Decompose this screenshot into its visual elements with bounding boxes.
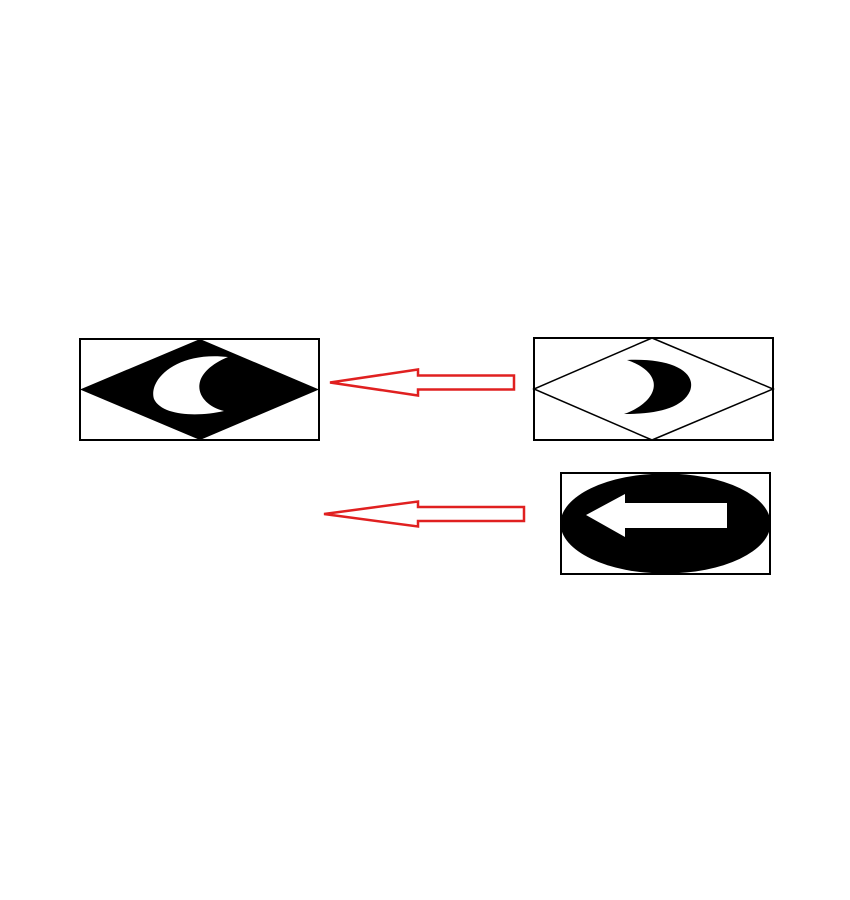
row1-result-figure xyxy=(79,338,320,441)
row1-arrow xyxy=(329,368,516,397)
row2-source-arrow-left-icon xyxy=(586,494,727,537)
row1-source-crescent-icon xyxy=(624,359,692,414)
row1-source-figure xyxy=(532,337,775,441)
row2-arrow-left-icon xyxy=(323,500,526,528)
row1-arrow-left-icon xyxy=(329,368,516,397)
row2-result-blank xyxy=(80,473,319,574)
row1-result-crescent-icon xyxy=(153,356,228,415)
row2-source-figure xyxy=(560,472,771,575)
row2-arrow xyxy=(323,500,526,528)
